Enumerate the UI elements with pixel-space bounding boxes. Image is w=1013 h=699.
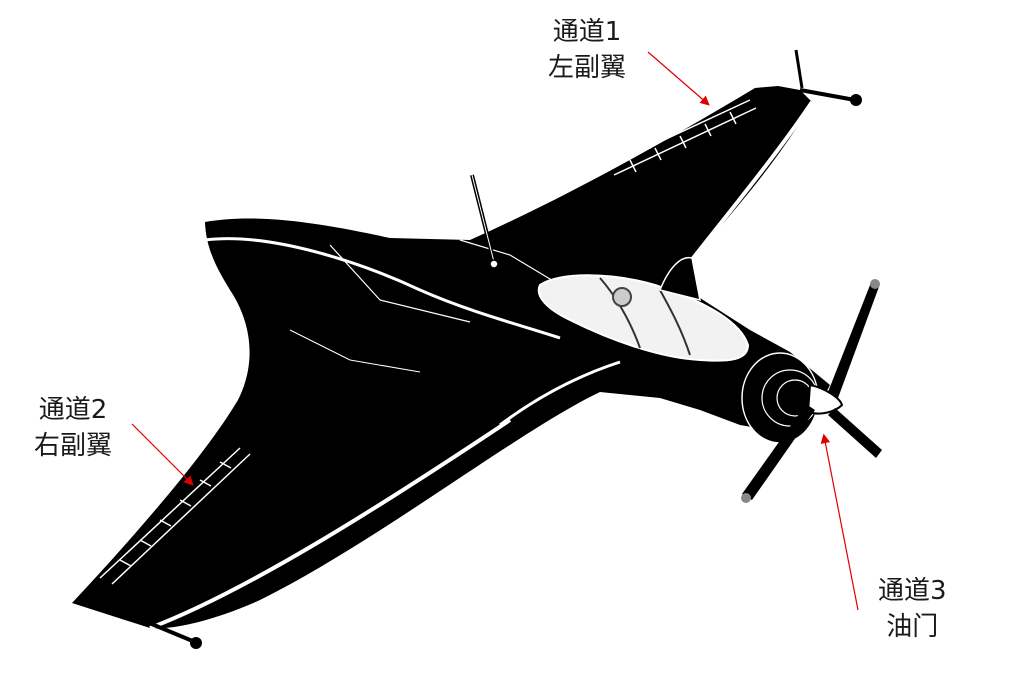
pilot-seat-icon xyxy=(612,287,632,307)
pointer-channel2 xyxy=(131,423,194,486)
pointer-channel1 xyxy=(647,51,710,106)
label-channel3-desc: 油门 xyxy=(886,612,939,642)
label-channel3-throttle: 通道3 油门 xyxy=(878,573,947,645)
left-wingtip-antenna xyxy=(141,618,202,649)
panel-line-1 xyxy=(329,244,471,323)
label-channel2-title: 通道2 xyxy=(38,395,108,425)
label-channel3-title: 通道3 xyxy=(878,576,947,606)
tail-fin xyxy=(658,256,701,302)
leading-edge-highlight-right xyxy=(688,100,814,264)
left-aileron xyxy=(609,99,757,176)
canopy-frame xyxy=(599,277,691,356)
cockpit-canopy xyxy=(537,274,750,362)
dorsal-antenna xyxy=(470,174,499,269)
right-aileron xyxy=(99,447,251,585)
propeller-spinner xyxy=(806,383,844,415)
wing-root-highlight xyxy=(204,237,561,340)
panel-line-2 xyxy=(459,239,561,286)
propeller xyxy=(741,279,882,503)
right-wingtip-antenna xyxy=(794,49,862,106)
wing-body xyxy=(72,86,830,629)
label-channel2-desc: 右副翼 xyxy=(34,431,113,461)
fillet-highlight xyxy=(499,360,621,427)
label-channel1-left-aileron: 通道1 左副翼 xyxy=(548,14,626,86)
label-channel1-title: 通道1 xyxy=(552,17,622,47)
pointer-channel3 xyxy=(820,433,859,611)
label-channel2-right-aileron: 通道2 右副翼 xyxy=(34,392,112,464)
panel-line-3 xyxy=(289,329,421,373)
engine-cowling xyxy=(741,352,819,444)
label-channel1-desc: 左副翼 xyxy=(548,53,627,83)
trailing-edge-highlight-left xyxy=(149,418,512,630)
